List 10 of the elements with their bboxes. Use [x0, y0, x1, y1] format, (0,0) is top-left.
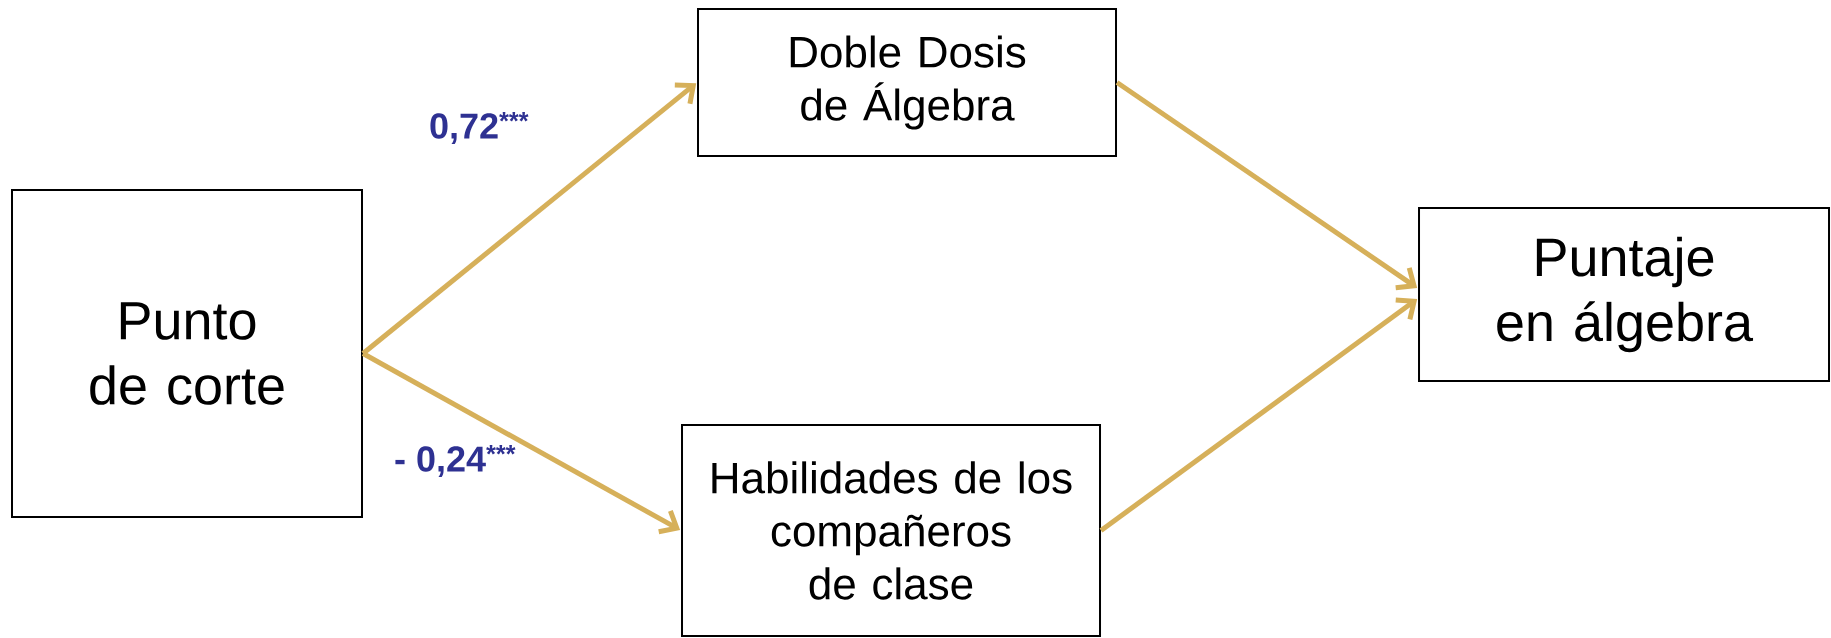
edge-label: - 0,24$^{***}$ — [392, 443, 518, 479]
text-box: Puntaje en álgebra — [1418, 207, 1830, 382]
text-box: Habilidades de los compañeros de clase — [681, 424, 1101, 637]
text-box: Punto de corte — [11, 189, 363, 518]
arrow — [1099, 297, 1418, 533]
arrow — [361, 351, 681, 535]
arrow — [361, 82, 697, 356]
edge-label: 0,72$^{***}$ — [427, 110, 531, 146]
arrow — [1115, 80, 1418, 291]
text-box: Doble Dosis de Álgebra — [697, 8, 1117, 157]
